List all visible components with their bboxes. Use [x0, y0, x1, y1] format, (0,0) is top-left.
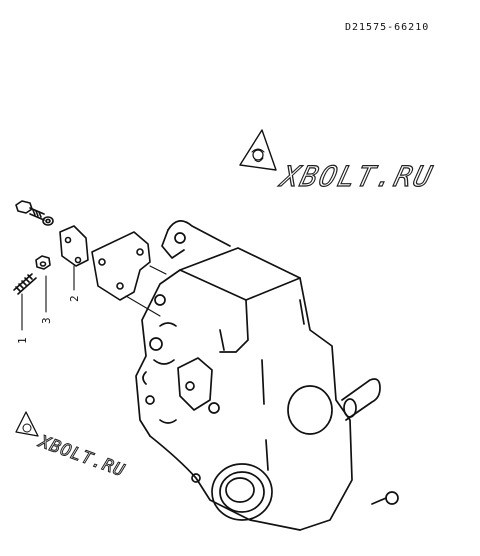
hex-nut	[35, 255, 51, 270]
washer	[42, 216, 54, 226]
part-code: D21575-66210	[345, 22, 430, 33]
callout-label-2: 2	[68, 295, 81, 302]
gear-housing	[135, 220, 399, 531]
callout-label-3: 3	[40, 317, 53, 324]
gasket	[91, 231, 151, 301]
bracket-plate	[59, 225, 89, 267]
watermark-text-small: XBOLT.RU	[34, 431, 127, 481]
leader-lines	[21, 265, 167, 331]
callout-label-1: 1	[16, 337, 29, 344]
hex-bolt	[15, 200, 45, 221]
watermark-logo-icon	[239, 129, 277, 171]
watermark-small-logo-icon	[15, 411, 39, 437]
watermark-text-large: XBOLT.RU	[276, 160, 437, 192]
threaded-stud	[13, 273, 37, 295]
